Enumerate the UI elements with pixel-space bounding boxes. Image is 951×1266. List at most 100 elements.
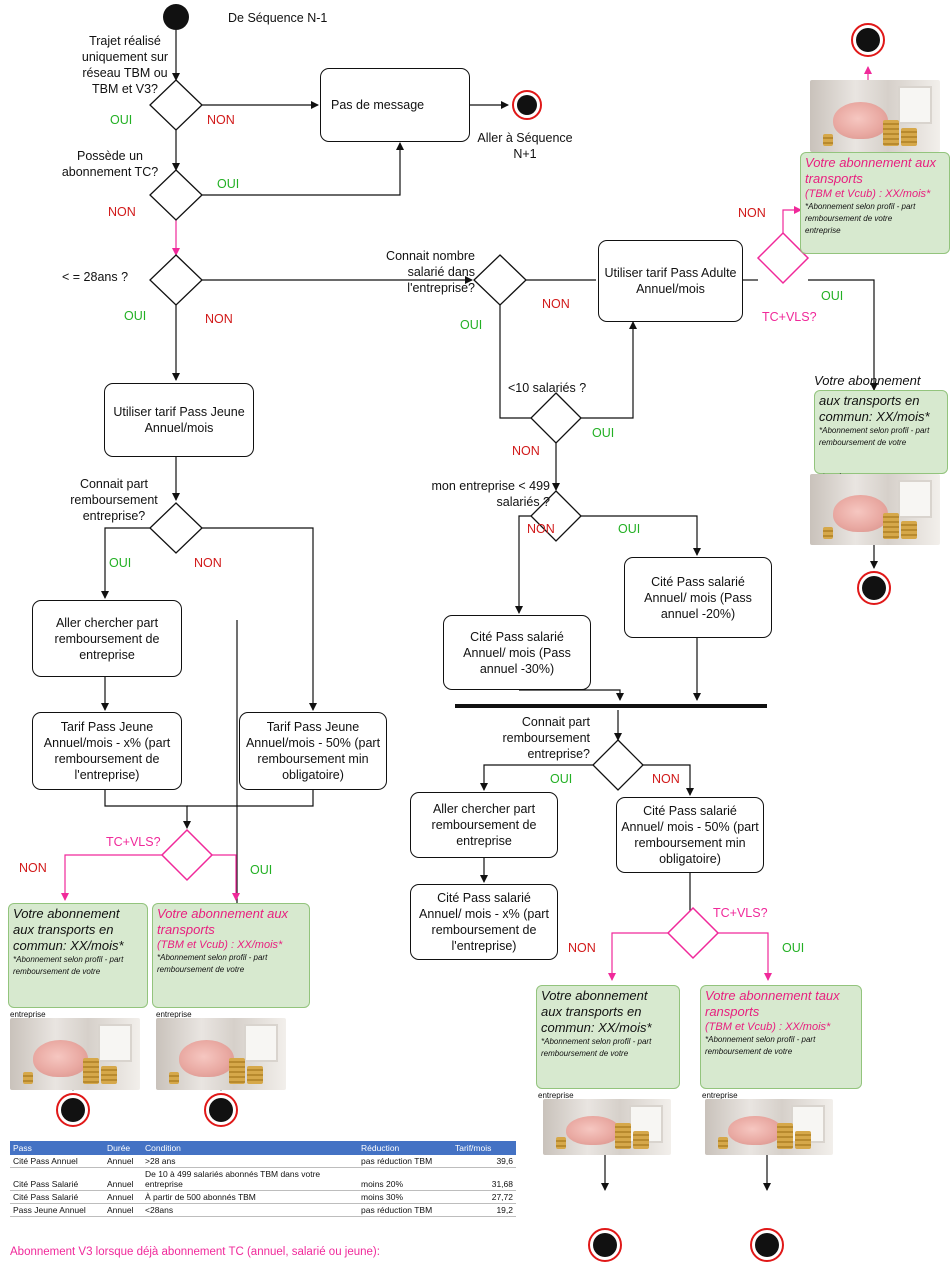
- box-tarif-jeune-x: Tarif Pass Jeune Annuel/mois - x% (part …: [32, 712, 182, 790]
- card-note: *Abonnement selon profil - part rembours…: [157, 953, 268, 974]
- decision-499: [530, 490, 582, 542]
- decision-possede: [149, 169, 203, 221]
- card-title-line: aux transports en: [819, 393, 920, 408]
- box-pass-jeune: Utiliser tarif Pass Jeune Annuel/mois: [104, 383, 254, 457]
- table-cell: 19,2: [452, 1203, 516, 1217]
- label-oui-part-jeune: OUI: [109, 556, 132, 570]
- table-header: Condition: [142, 1141, 358, 1155]
- table-cell: Cité Pass Salarié: [10, 1190, 104, 1204]
- end-node-left-2: [204, 1093, 238, 1127]
- piggy-bank-image: [705, 1099, 833, 1155]
- table-cell: Cité Pass Annuel: [10, 1155, 104, 1168]
- decision-tcvls-left: [160, 828, 214, 882]
- label-oui-tcvls-left: OUI: [250, 863, 273, 877]
- label-tcvls-bottom: TC+VLS?: [713, 906, 768, 920]
- box-aller-chercher-1: Aller chercher part remboursement de ent…: [32, 600, 182, 677]
- card-note: *Abonnement selon profil - part rembours…: [541, 1037, 652, 1058]
- label-tcvls-right: TC+VLS?: [762, 310, 817, 324]
- table-cell: pas réduction TBM: [358, 1203, 452, 1217]
- table-cell: De 10 à 499 salariés abonnés TBM dans vo…: [142, 1167, 358, 1191]
- table-cell: pas réduction TBM: [358, 1155, 452, 1168]
- table-header: Durée: [104, 1141, 142, 1155]
- box-cite-30: Cité Pass salarié Annuel/ mois (Pass ann…: [443, 615, 591, 690]
- table-cell: Annuel: [104, 1155, 142, 1168]
- label-non-possede: NON: [108, 205, 136, 219]
- start-node: [163, 4, 189, 30]
- card-title-line: Votre abonnement: [13, 906, 120, 921]
- decision-trajet: [149, 79, 203, 131]
- table-cell: Cité Pass Salarié: [10, 1167, 104, 1191]
- question-nb-salaries: Connait nombre salarié dans l'entreprise…: [386, 249, 475, 295]
- card-tc-right: aux transports en commun: XX/mois* *Abon…: [814, 390, 948, 474]
- card-tc-left: Votre abonnement aux transports en commu…: [8, 903, 148, 1008]
- card-vls-left: Votre abonnement aux transports (TBM et …: [152, 903, 310, 1008]
- table-cell: Annuel: [104, 1203, 142, 1217]
- decision-tcvls-bottom: [666, 906, 720, 960]
- table-cell: 31,68: [452, 1167, 516, 1191]
- label-non-part-salarie: NON: [652, 772, 680, 786]
- end-node-bottom-2: [750, 1228, 784, 1262]
- decision-tcvls-right: [756, 231, 810, 285]
- label-oui-age: OUI: [124, 309, 147, 323]
- card-entreprise: entreprise: [10, 1010, 46, 1019]
- piggy-bank-image: [810, 80, 940, 152]
- table-row: Cité Pass Salarié Annuel À partir de 500…: [10, 1190, 516, 1204]
- decision-nb-salaries: [473, 254, 527, 306]
- label-oui-10: OUI: [592, 426, 615, 440]
- table-cell: Annuel: [104, 1167, 142, 1191]
- label-oui-tcvls-right: OUI: [821, 289, 844, 303]
- table-cell: moins 30%: [358, 1190, 452, 1204]
- question-trajet: Trajet réalisé uniquement sur réseau TBM…: [81, 34, 169, 96]
- table-header: Pass: [10, 1141, 104, 1155]
- decision-part-salarie: [592, 739, 644, 791]
- question-possede: Possède un abonnement TC?: [61, 149, 159, 179]
- table-header: Tarif/mois: [452, 1141, 516, 1155]
- footnote: Abonnement V3 lorsque déjà abonnement TC…: [10, 1246, 380, 1258]
- end-node-top: [512, 90, 542, 120]
- card-subtitle: (TBM et Vcub) : XX/mois*: [157, 939, 283, 951]
- question-part-salarie: Connait part remboursement entreprise?: [502, 715, 590, 761]
- box-cite-50: Cité Pass salarié Annuel/ mois - 50% (pa…: [616, 797, 764, 873]
- label-oui-nb-salaries: OUI: [460, 318, 483, 332]
- piggy-bank-image: [156, 1018, 286, 1090]
- label-non-age: NON: [205, 312, 233, 326]
- tarifs-table: Pass Durée Condition Réduction Tarif/moi…: [10, 1141, 516, 1217]
- label-oui-499: OUI: [618, 522, 641, 536]
- end-node-bottom-1: [588, 1228, 622, 1262]
- decision-part-jeune: [149, 502, 203, 554]
- card-title-line: Votre abonnement: [541, 988, 648, 1003]
- label-non-10: NON: [512, 444, 540, 458]
- card-tc-right-title: Votre abonnement: [814, 373, 921, 388]
- box-tarif-jeune-50: Tarif Pass Jeune Annuel/mois - 50% (part…: [239, 712, 387, 790]
- card-note: *Abonnement selon profil - part rembours…: [705, 1035, 816, 1056]
- card-title-line: commun: XX/mois*: [819, 409, 930, 424]
- table-cell: <28ans: [142, 1203, 358, 1217]
- card-note: *Abonnement selon profil - part rembours…: [805, 202, 916, 223]
- label-aller-sequence: Aller à Séquence N+1: [477, 131, 573, 161]
- label-non-tcvls-left: NON: [19, 861, 47, 875]
- card-subtitle: (TBM et Vcub) : XX/mois*: [805, 188, 931, 200]
- table-cell: >28 ans: [142, 1155, 358, 1168]
- card-title: Votre abonnement aux transports: [805, 155, 937, 186]
- box-pas-de-message: Pas de message: [320, 68, 470, 142]
- end-node-right: [857, 571, 891, 605]
- card-title-line: commun: XX/mois*: [13, 938, 124, 953]
- label-oui-trajet: OUI: [110, 113, 133, 127]
- question-10: <10 salariés ?: [508, 381, 587, 395]
- card-entreprise: entreprise: [156, 1010, 192, 1019]
- label-tcvls-left: TC+VLS?: [106, 835, 161, 849]
- card-title-line: aux transports en: [541, 1004, 642, 1019]
- label-oui-tcvls-bottom: OUI: [782, 941, 805, 955]
- card-title-line: commun: XX/mois*: [541, 1020, 652, 1035]
- box-pass-adulte: Utiliser tarif Pass Adulte Annuel/mois: [598, 240, 743, 322]
- table-row: Cité Pass Annuel Annuel >28 ans pas rédu…: [10, 1155, 516, 1168]
- label-oui-part-salarie: OUI: [550, 772, 573, 786]
- card-subtitle: (TBM et Vcub) : XX/mois*: [705, 1021, 831, 1033]
- piggy-bank-image: [810, 474, 940, 545]
- label-non-tcvls-bottom: NON: [568, 941, 596, 955]
- card-entreprise: entreprise: [702, 1091, 738, 1100]
- piggy-bank-image: [10, 1018, 140, 1090]
- end-node-right-top: [851, 23, 885, 57]
- table-cell: À partir de 500 abonnés TBM: [142, 1190, 358, 1204]
- card-tc-bottom: Votre abonnement aux transports en commu…: [536, 985, 680, 1089]
